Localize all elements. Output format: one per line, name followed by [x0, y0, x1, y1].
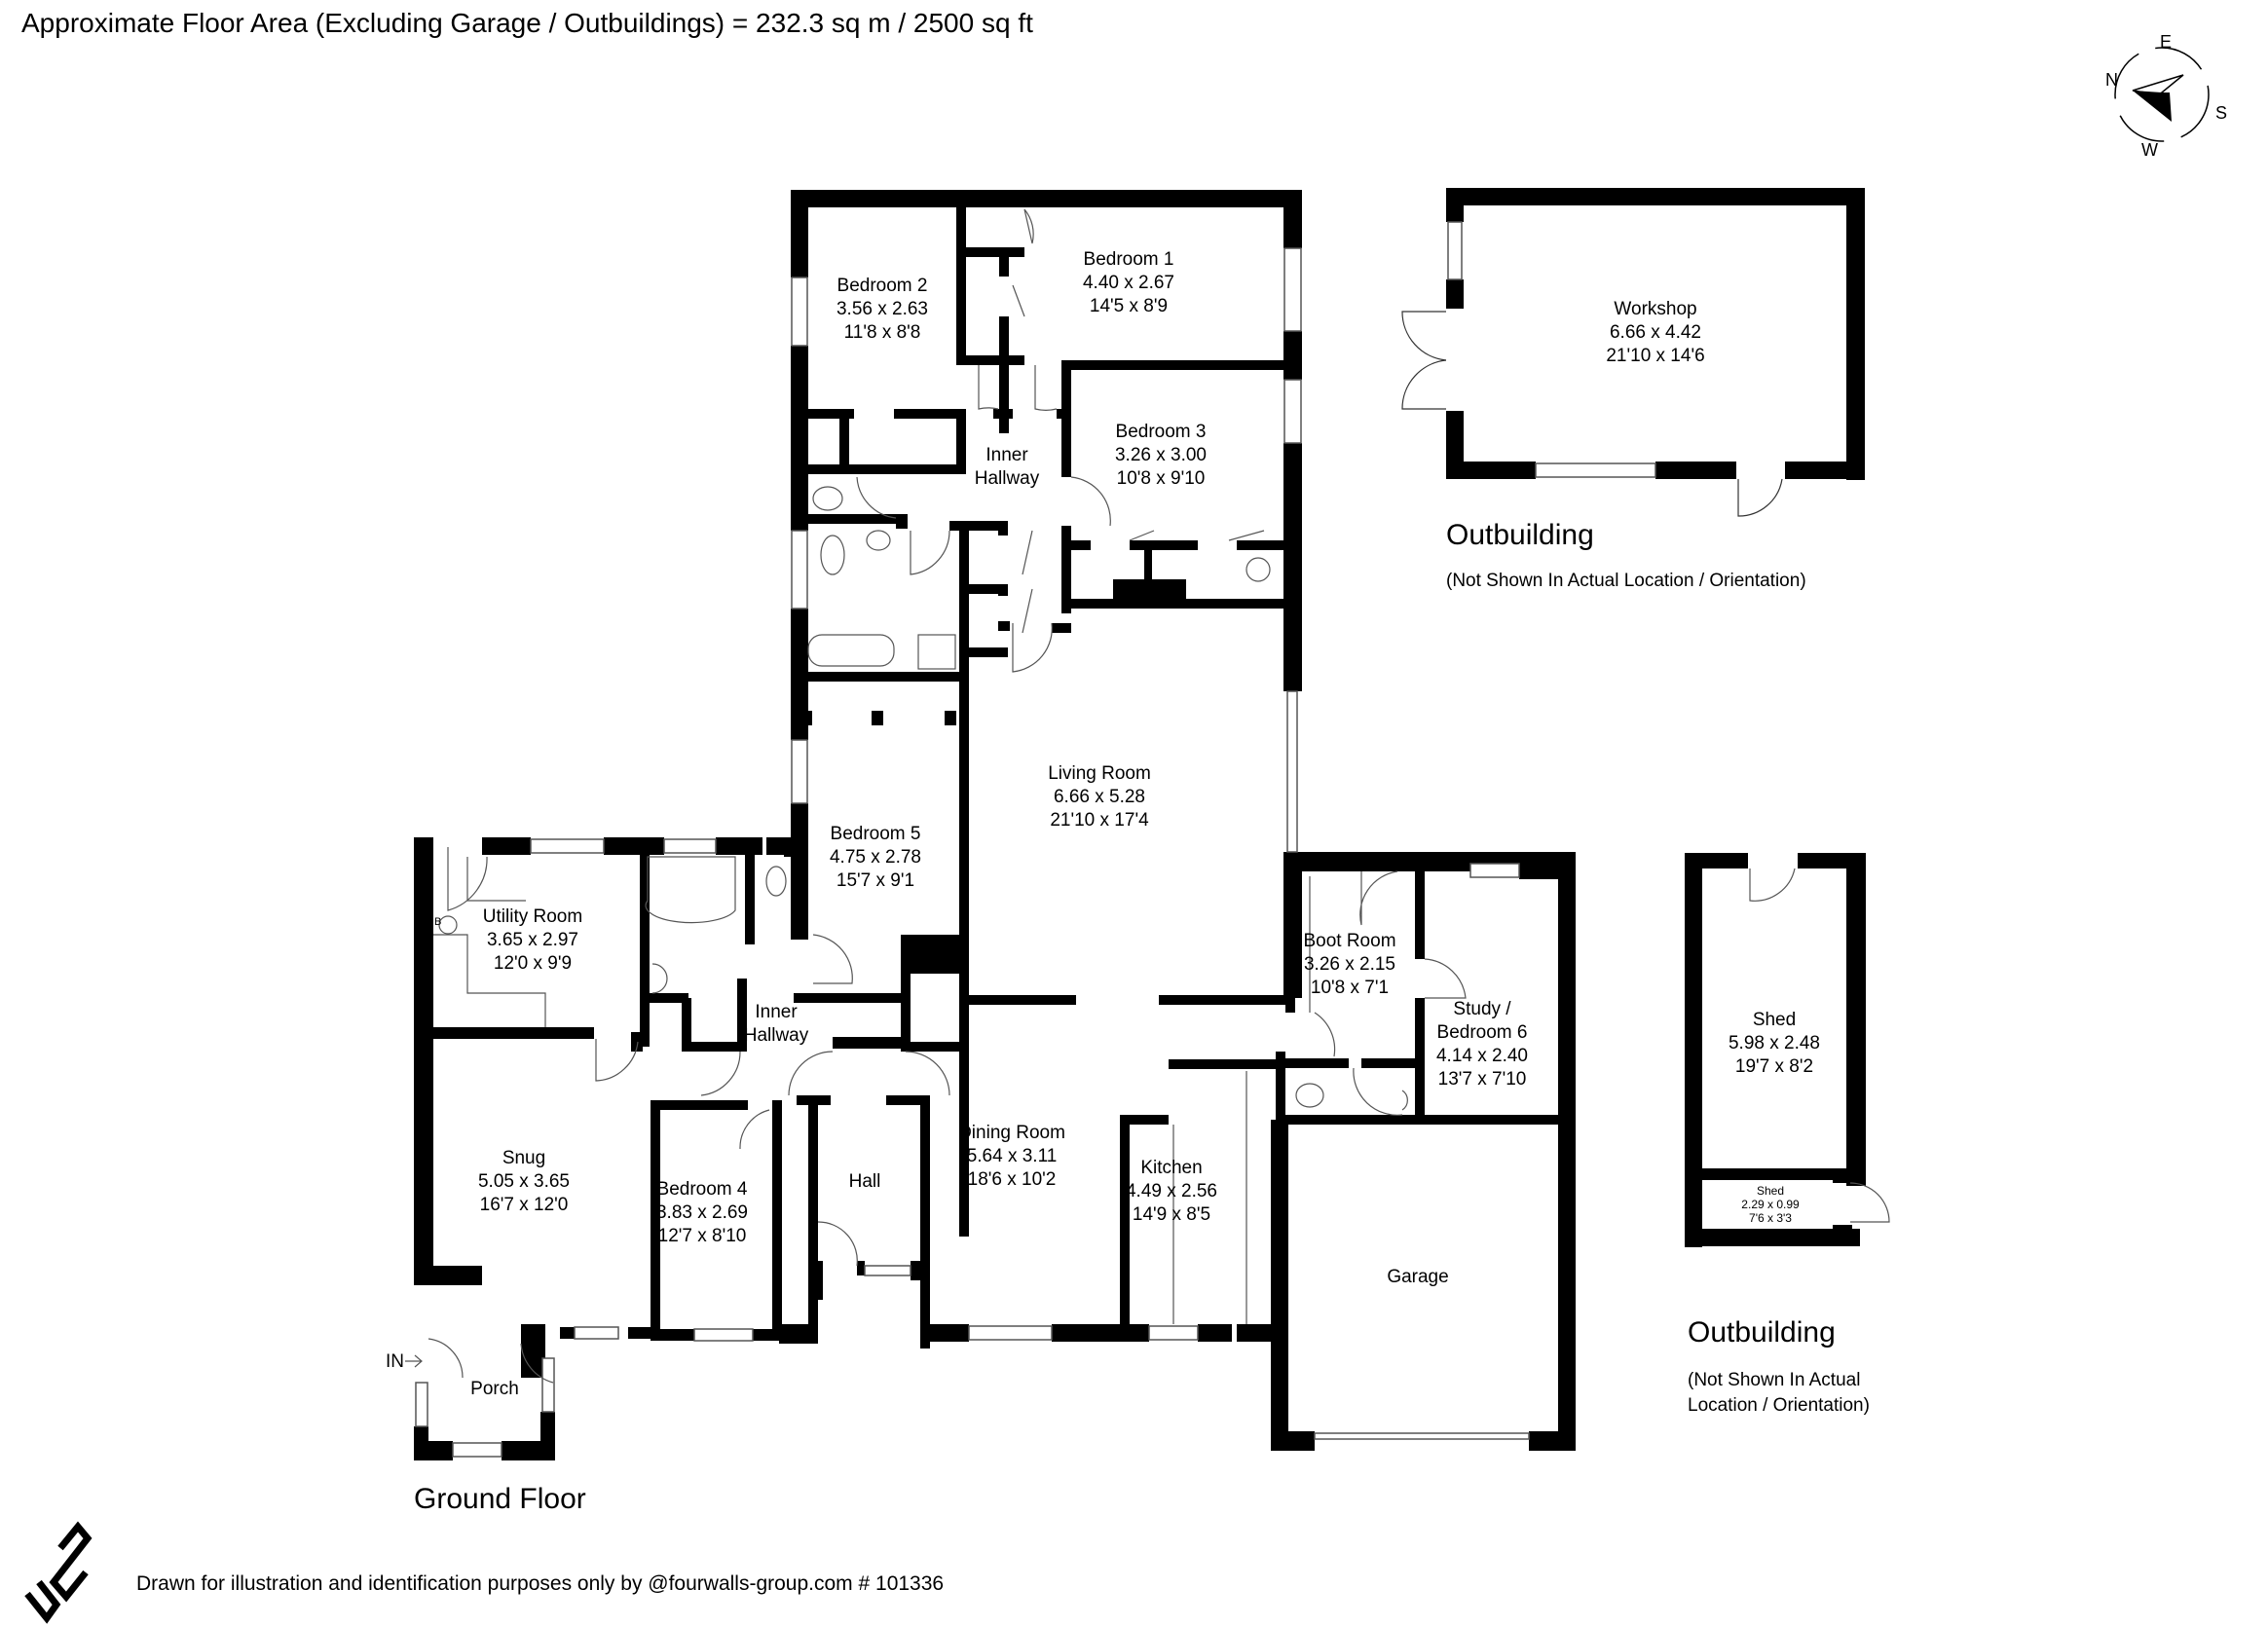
room-hall: Hall — [849, 1170, 881, 1194]
room-bedroom-5: Bedroom 5 4.75 x 2.78 15'7 x 9'1 — [830, 823, 921, 893]
outbuilding-shed-title: Outbuilding — [1688, 1316, 1836, 1349]
room-imperial: 7'6 x 3'3 — [1749, 1211, 1792, 1225]
room-name: Hall — [848, 1171, 881, 1192]
room-kitchen: Kitchen 4.49 x 2.56 14'9 x 8'5 — [1126, 1157, 1217, 1227]
boiler-label: B — [434, 916, 442, 928]
room-name: Shed — [1752, 1010, 1797, 1030]
room-name: Garage — [1387, 1267, 1449, 1287]
room-bedroom-3: Bedroom 3 3.26 x 3.00 10'8 x 9'10 — [1115, 421, 1207, 491]
outbuilding-workshop-title: Outbuilding — [1446, 519, 1594, 551]
room-shed-small: Shed 2.29 x 0.99 7'6 x 3'3 — [1741, 1184, 1799, 1225]
room-name: Bedroom 4 — [656, 1179, 748, 1200]
room-name: Bedroom 3 — [1115, 422, 1207, 442]
room-imperial: 14'9 x 8'5 — [1132, 1204, 1211, 1225]
compass-rose-icon — [2114, 47, 2210, 142]
room-metric: 3.26 x 2.15 — [1303, 954, 1396, 975]
compass-north: N — [2105, 70, 2118, 90]
room-name-line2: Hallway — [974, 468, 1040, 489]
door-swings — [428, 208, 1467, 1384]
room-metric: 4.14 x 2.40 — [1435, 1046, 1529, 1066]
room-boot-room: Boot Room 3.26 x 2.15 10'8 x 7'1 — [1303, 930, 1395, 1000]
footer-disclaimer: Drawn for illustration and identificatio… — [136, 1572, 945, 1595]
room-metric: 4.75 x 2.78 — [829, 847, 922, 868]
outbuilding-shed-note: (Not Shown In Actual Location / Orientat… — [1688, 1368, 1870, 1419]
room-name: Bedroom 2 — [837, 276, 928, 296]
room-metric: 3.56 x 2.63 — [836, 299, 929, 319]
room-imperial: 16'7 x 12'0 — [479, 1195, 569, 1215]
room-shed-large: Shed 5.98 x 2.48 19'7 x 8'2 — [1729, 1009, 1820, 1079]
room-garage: Garage — [1387, 1266, 1448, 1289]
room-name-line1: Study / — [1453, 999, 1511, 1019]
boiler-fixture — [438, 915, 458, 935]
room-metric: 4.49 x 2.56 — [1125, 1181, 1218, 1201]
room-name: Dining Room — [958, 1123, 1065, 1143]
room-utility-room: Utility Room 3.65 x 2.97 12'0 x 9'9 — [483, 905, 582, 976]
room-name: Workshop — [1614, 299, 1697, 319]
room-metric: 3.83 x 2.69 — [655, 1202, 749, 1223]
room-imperial: 21'10 x 17'4 — [1050, 810, 1149, 831]
room-name: Bedroom 5 — [830, 824, 921, 844]
room-metric: 5.05 x 3.65 — [477, 1171, 571, 1192]
entry-arrow-icon — [405, 1354, 423, 1368]
room-bedroom-1: Bedroom 1 4.40 x 2.67 14'5 x 8'9 — [1083, 248, 1174, 318]
workshop-walls — [1446, 188, 1865, 480]
room-snug: Snug 5.05 x 3.65 16'7 x 12'0 — [478, 1147, 570, 1217]
room-metric: 4.40 x 2.67 — [1082, 273, 1175, 293]
room-imperial: 14'5 x 8'9 — [1089, 296, 1169, 316]
shed-walls — [1685, 853, 1866, 1247]
floor-area-title: Approximate Floor Area (Excluding Garage… — [21, 8, 1033, 38]
room-imperial: 10'8 x 9'10 — [1116, 468, 1206, 489]
room-metric: 6.66 x 4.42 — [1609, 322, 1702, 343]
room-name-line2: Bedroom 6 — [1436, 1022, 1528, 1043]
room-imperial: 18'6 x 10'2 — [967, 1169, 1057, 1190]
room-name-line1: Inner — [755, 1002, 798, 1022]
room-metric: 6.66 x 5.28 — [1053, 787, 1146, 807]
room-imperial: 13'7 x 7'10 — [1437, 1069, 1527, 1090]
outbuilding-workshop-note: (Not Shown In Actual Location / Orientat… — [1446, 571, 1806, 591]
entry-label: IN — [386, 1351, 404, 1372]
room-bedroom-2: Bedroom 2 3.56 x 2.63 11'8 x 8'8 — [837, 275, 928, 345]
room-imperial: 12'7 x 8'10 — [657, 1226, 747, 1246]
compass-west: W — [2141, 140, 2158, 160]
room-inner-hallway-north: Inner Hallway — [975, 444, 1040, 491]
room-name: Boot Room — [1303, 931, 1396, 951]
main-house-walls — [414, 190, 1576, 1460]
room-name: Porch — [470, 1379, 519, 1399]
fourwalls-logo-icon — [24, 1521, 93, 1624]
note-line2: Location / Orientation) — [1688, 1395, 1870, 1416]
room-inner-hallway-south: Inner Hallway — [744, 1001, 809, 1048]
room-porch: Porch — [470, 1378, 519, 1401]
room-name: Utility Room — [482, 906, 583, 927]
room-name: Bedroom 1 — [1083, 249, 1174, 270]
note-line1: (Not Shown In Actual — [1688, 1370, 1861, 1390]
room-name-line1: Inner — [985, 445, 1028, 465]
room-name: Kitchen — [1140, 1158, 1203, 1178]
room-metric: 5.98 x 2.48 — [1728, 1033, 1821, 1053]
room-name: Shed — [1756, 1184, 1785, 1198]
room-imperial: 15'7 x 9'1 — [836, 870, 915, 891]
room-dining-room: Dining Room 5.64 x 3.11 18'6 x 10'2 — [958, 1122, 1065, 1192]
bathroom-fixtures — [433, 486, 1408, 1324]
room-workshop: Workshop 6.66 x 4.42 21'10 x 14'6 — [1606, 298, 1704, 368]
room-metric: 3.26 x 3.00 — [1114, 445, 1208, 465]
room-living-room: Living Room 6.66 x 5.28 21'10 x 17'4 — [1048, 762, 1151, 832]
room-imperial: 11'8 x 8'8 — [843, 322, 921, 343]
room-imperial: 10'8 x 7'1 — [1310, 978, 1390, 998]
windows — [415, 247, 1530, 1458]
room-metric: 3.65 x 2.97 — [486, 930, 579, 950]
room-metric: 5.64 x 3.11 — [966, 1146, 1058, 1166]
room-imperial: 12'0 x 9'9 — [493, 953, 573, 974]
room-name: Living Room — [1048, 763, 1151, 784]
room-bedroom-4: Bedroom 4 3.83 x 2.69 12'7 x 8'10 — [656, 1178, 748, 1248]
room-name-line2: Hallway — [743, 1025, 809, 1046]
compass-east: E — [2160, 32, 2172, 52]
room-imperial: 21'10 x 14'6 — [1606, 346, 1705, 366]
room-imperial: 19'7 x 8'2 — [1734, 1056, 1814, 1077]
room-name: Snug — [502, 1148, 546, 1168]
compass-south: S — [2215, 103, 2227, 123]
room-metric: 2.29 x 0.99 — [1741, 1198, 1800, 1211]
ground-floor-title: Ground Floor — [414, 1483, 586, 1515]
room-study-bedroom-6: Study / Bedroom 6 4.14 x 2.40 13'7 x 7'1… — [1436, 998, 1528, 1091]
